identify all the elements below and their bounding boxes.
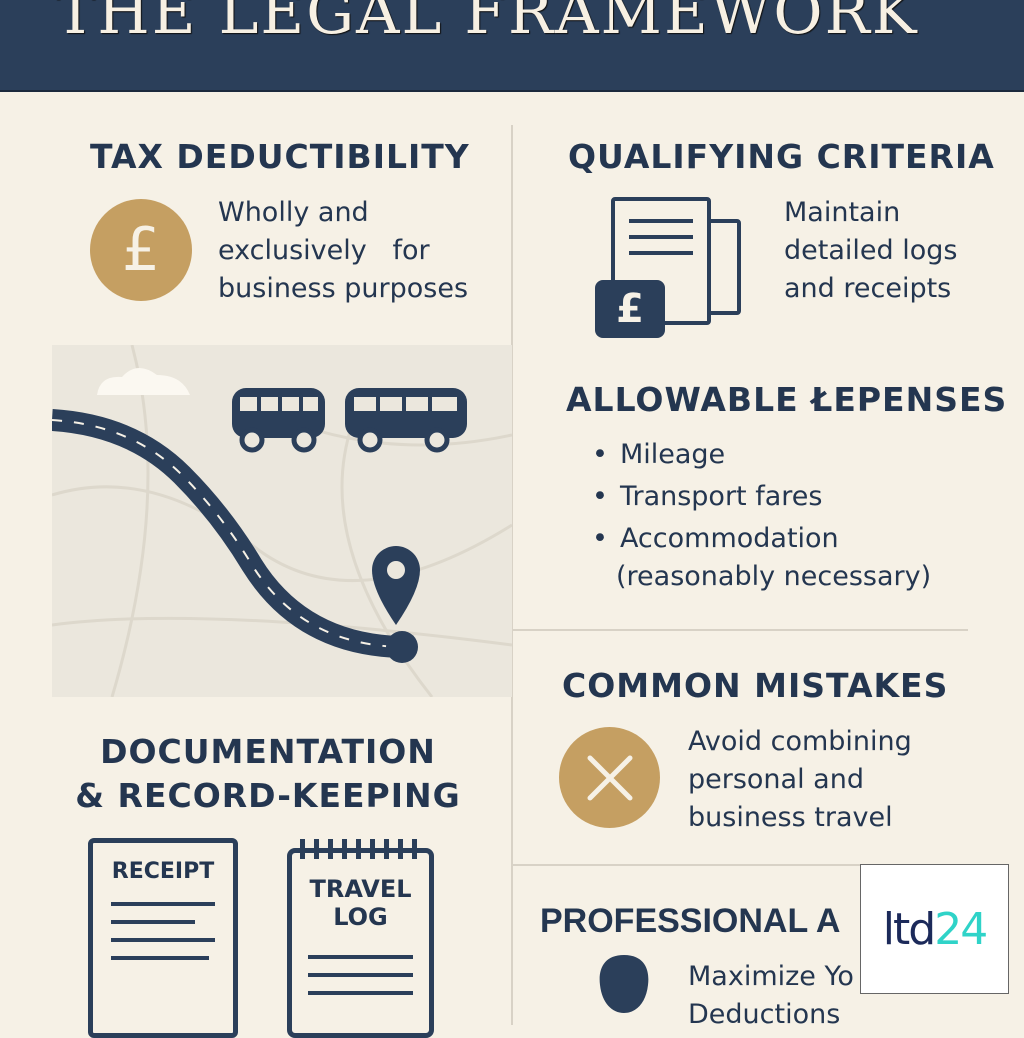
spiral-binding xyxy=(300,839,421,859)
bus-icon xyxy=(345,388,467,453)
qualifying-criteria-heading: QUALIFYING CRITERIA xyxy=(568,137,995,176)
vertical-divider xyxy=(511,125,513,1025)
heading-line: DOCUMENTATION xyxy=(100,732,436,771)
qualifying-text: Maintain detailed logs and receipts xyxy=(784,194,957,308)
text-line: business travel xyxy=(688,802,893,833)
professional-text: Maximize Yo Deductions xyxy=(688,958,854,1034)
tax-text: Wholly and exclusively for business purp… xyxy=(218,194,468,308)
horizontal-divider xyxy=(512,629,968,631)
logo-text-accent: 24 xyxy=(934,903,988,955)
travel-log-label: TRAVEL LOG xyxy=(292,875,429,931)
allowable-expenses-list: Mileage Transport fares Accommodation xyxy=(592,434,839,560)
page-title: THE LEGAL FRAMEWORK xyxy=(55,0,919,48)
mistakes-text: Avoid combining personal and business tr… xyxy=(688,723,912,837)
list-item: Accommodation xyxy=(592,518,839,560)
allowable-expenses-heading: ALLOWABLE ŁEPENSES xyxy=(566,380,1008,419)
road-icon xyxy=(52,409,403,658)
label-line: TRAVEL xyxy=(309,875,412,903)
logo-text: ltd xyxy=(882,903,936,955)
text-line: business purposes xyxy=(218,273,469,304)
pound-badge: £ xyxy=(595,280,665,338)
tax-deductibility-heading: TAX DEDUCTIBILITY xyxy=(90,137,470,176)
heading-line: & RECORD-KEEPING xyxy=(75,776,461,815)
document-receipt-icon: £ xyxy=(595,195,745,340)
text-line: Avoid combining xyxy=(688,726,912,757)
allowable-note: (reasonably necessary) xyxy=(616,561,932,592)
list-item: Transport fares xyxy=(592,476,839,518)
text-line: Wholly and xyxy=(218,197,369,228)
text-line: personal and xyxy=(688,764,864,795)
receipt-label: RECEIPT xyxy=(111,859,215,884)
cloud-icon xyxy=(97,367,190,395)
text-line: exclusively for xyxy=(218,235,430,266)
text-line: Deductions xyxy=(688,999,841,1030)
person-icon xyxy=(599,955,649,1013)
bus-icon xyxy=(232,388,325,453)
horizontal-divider xyxy=(512,864,968,866)
pound-icon: £ xyxy=(90,199,192,301)
location-pin-icon xyxy=(372,546,420,625)
text-line: Maintain xyxy=(784,197,901,228)
x-icon xyxy=(559,727,660,828)
professional-heading: PROFESSIONAL A xyxy=(540,902,841,940)
travel-log-icon: TRAVEL LOG xyxy=(287,839,434,1038)
text-line: detailed logs xyxy=(784,235,958,266)
receipt-icon: RECEIPT xyxy=(88,838,238,1038)
text-line: and receipts xyxy=(784,273,952,304)
header-banner: THE LEGAL FRAMEWORK xyxy=(0,0,1024,92)
common-mistakes-heading: COMMON MISTAKES xyxy=(562,666,949,705)
documentation-heading: DOCUMENTATION & RECORD-KEEPING xyxy=(60,730,476,818)
label-line: LOG xyxy=(333,903,388,931)
travel-map xyxy=(52,345,512,697)
list-item: Mileage xyxy=(592,434,839,476)
text-line: Maximize Yo xyxy=(688,961,854,992)
